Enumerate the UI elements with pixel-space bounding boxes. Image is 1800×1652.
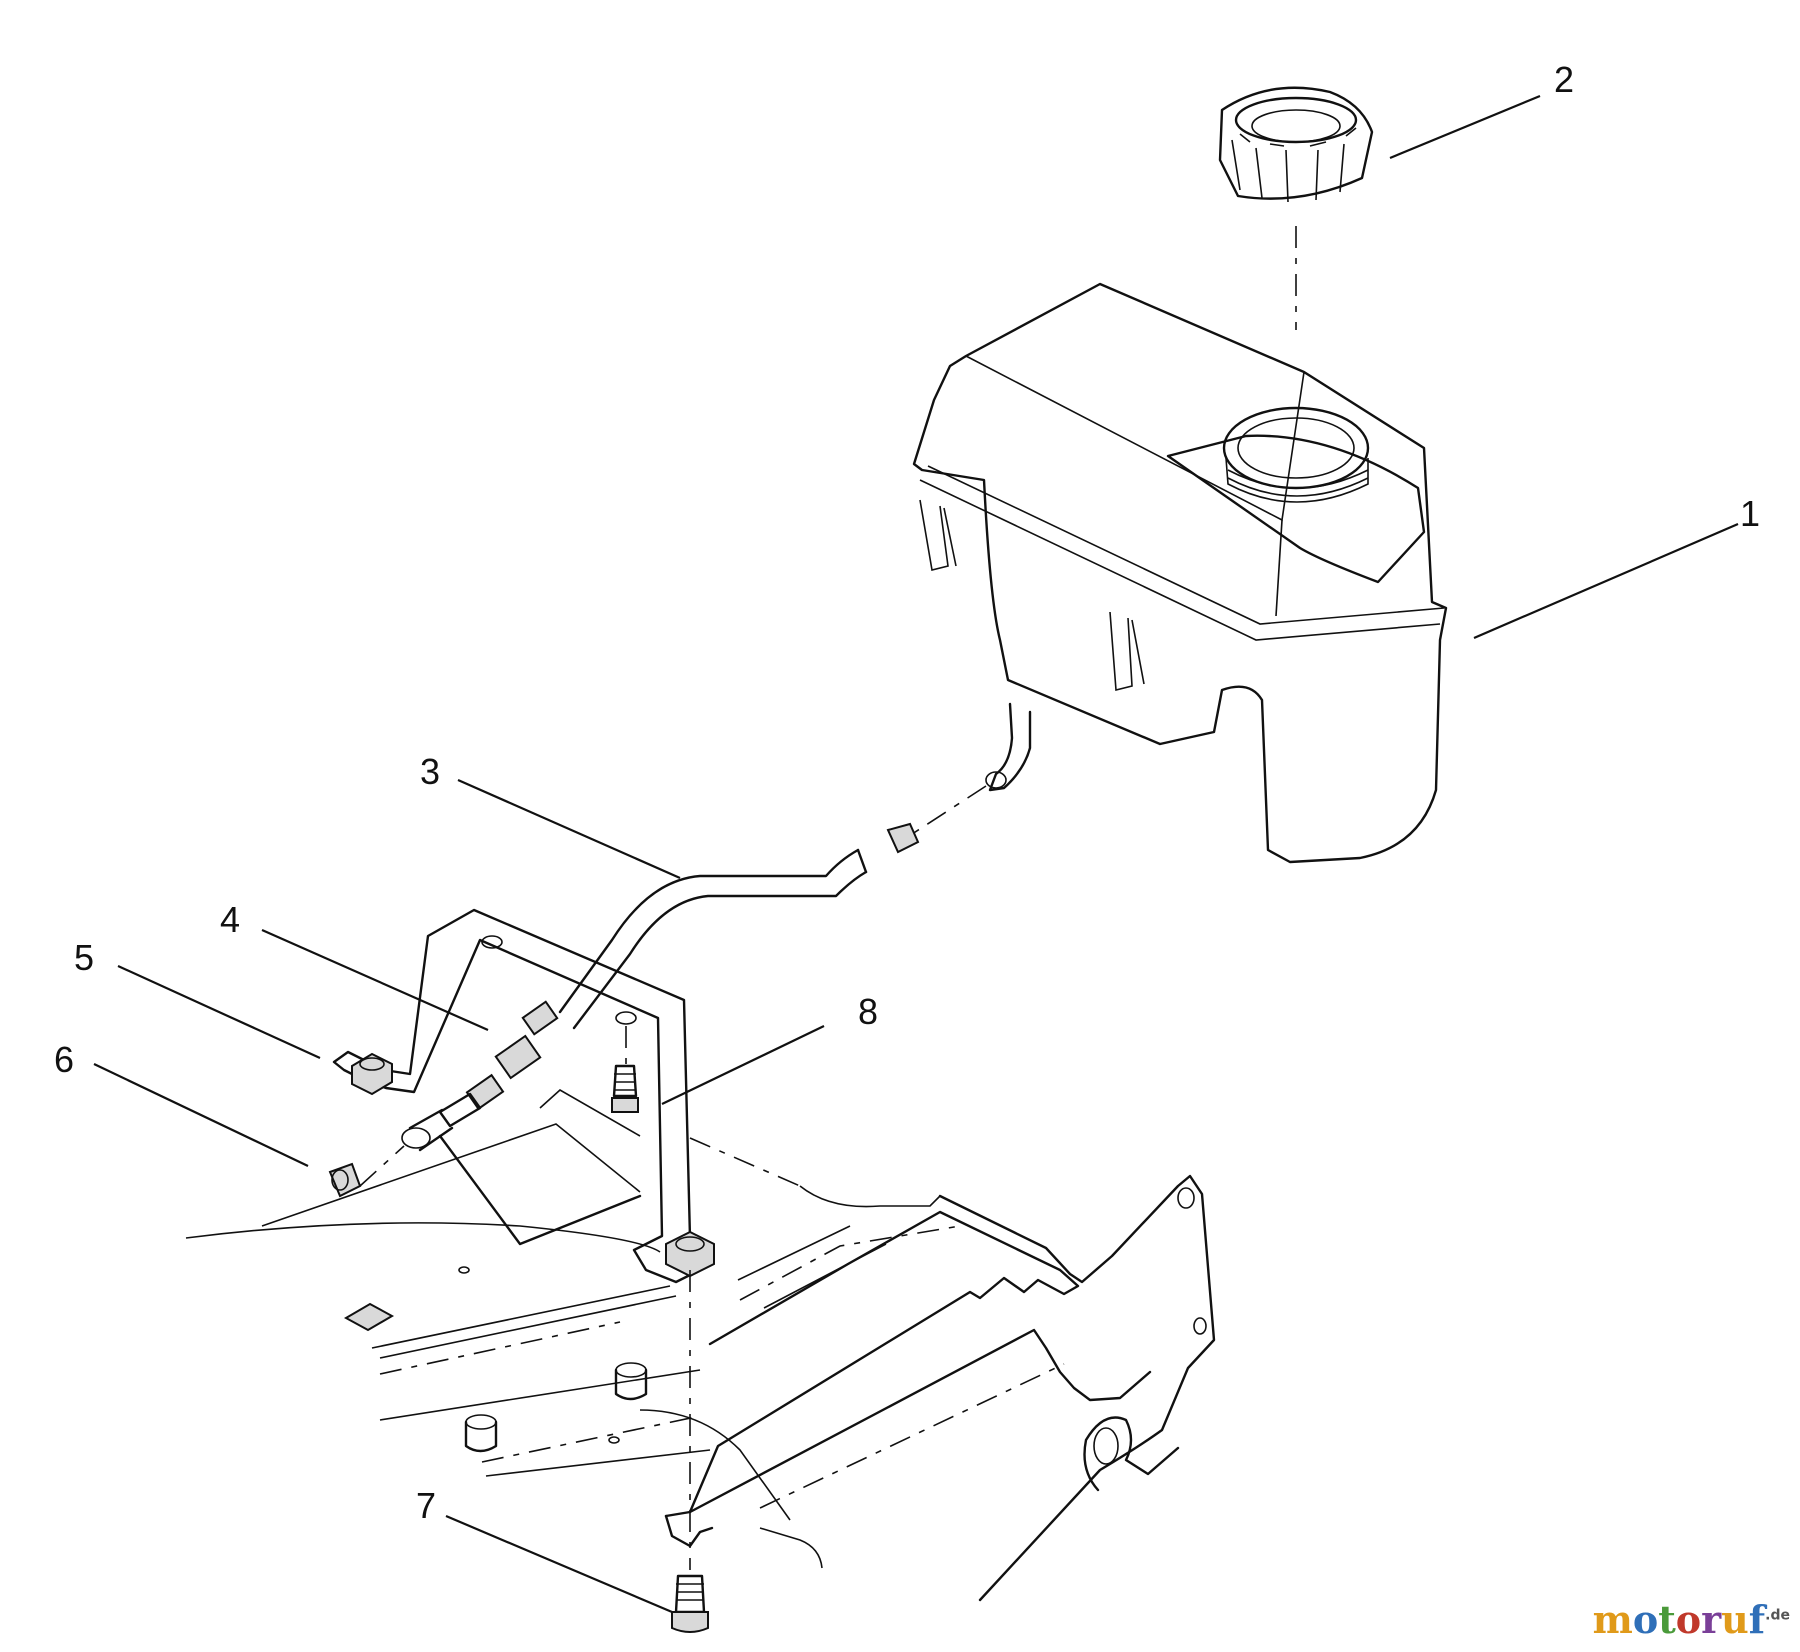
callout-1: 1 <box>1740 493 1761 534</box>
callout-4: 4 <box>220 899 241 940</box>
bracket-bolt-part <box>611 1026 639 1113</box>
fuel-cap-part <box>1218 86 1374 203</box>
nut-part <box>351 1052 393 1096</box>
callout-7: 7 <box>416 1485 437 1526</box>
hose-clamp-part <box>328 1162 362 1198</box>
callout-6: 6 <box>54 1039 75 1080</box>
bracket-nut-part <box>665 1230 715 1278</box>
fuel-valve-part <box>359 1000 559 1187</box>
frame-assembly <box>185 1089 1216 1602</box>
fuel-tank-part <box>905 282 1448 864</box>
callout-3: 3 <box>420 751 441 792</box>
leader-lines <box>93 94 1739 1614</box>
callout-8: 8 <box>858 991 879 1032</box>
bottom-bolt-part <box>671 1270 709 1633</box>
callout-2: 2 <box>1554 59 1575 100</box>
fuel-hose-part <box>558 822 920 1030</box>
motoruf-logo: motoruf.de <box>1592 1597 1790 1642</box>
callout-5: 5 <box>74 937 95 978</box>
